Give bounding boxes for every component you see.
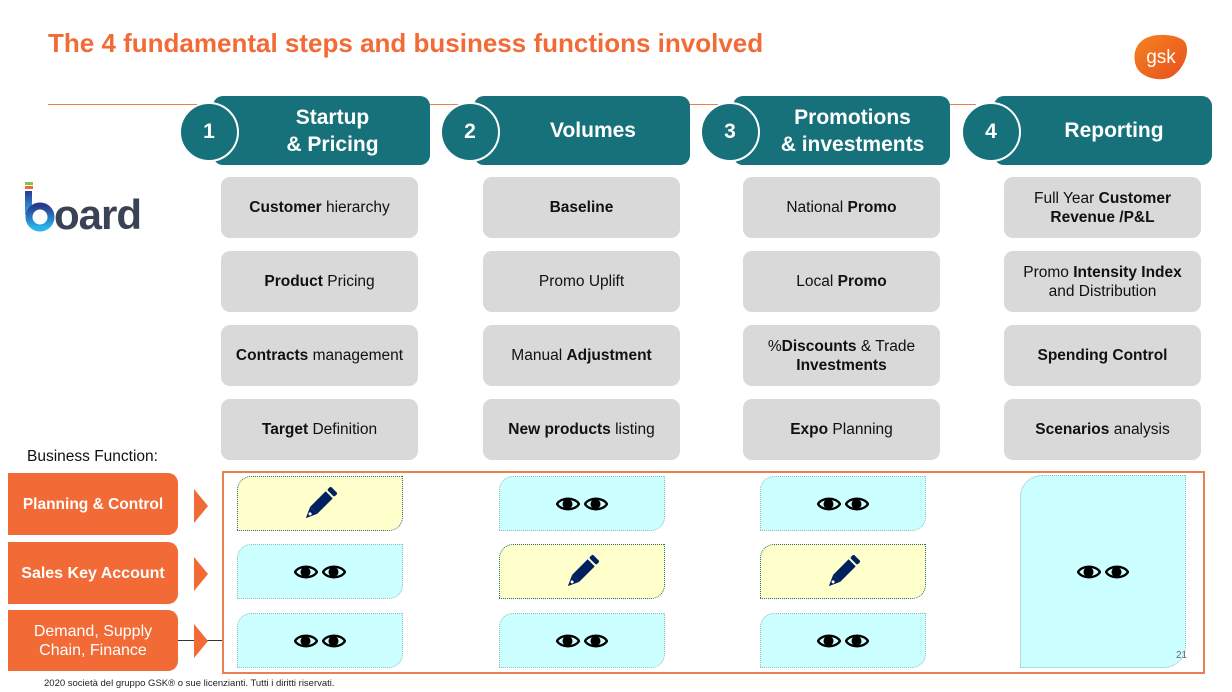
activity-box: National Promo bbox=[743, 177, 940, 238]
eye-icon bbox=[1077, 565, 1101, 578]
step-1-header: Startup & Pricing bbox=[213, 96, 430, 165]
function-planning-control: Planning & Control bbox=[8, 473, 178, 535]
step-1-title-line2: & Pricing bbox=[286, 132, 379, 156]
eye-icon bbox=[322, 565, 346, 578]
step-2-title: Volumes bbox=[550, 119, 636, 142]
activity-box: Contracts management bbox=[221, 325, 418, 386]
eye-icon bbox=[584, 634, 608, 647]
step-1-number: 1 bbox=[179, 102, 239, 162]
activity-box: Local Promo bbox=[743, 251, 940, 312]
gsk-logo: gsk bbox=[1134, 34, 1188, 80]
activity-box: Manual Adjustment bbox=[483, 325, 680, 386]
step-3-title-line1: Promotions bbox=[794, 105, 911, 129]
step-3-number: 3 bbox=[700, 102, 760, 162]
eye-icon bbox=[584, 497, 608, 510]
activity-box: Product Pricing bbox=[221, 251, 418, 312]
eyes-icon bbox=[817, 633, 869, 649]
pencil-icon bbox=[567, 554, 600, 586]
eyes-icon bbox=[294, 564, 346, 580]
slide-title: The 4 fundamental steps and business fun… bbox=[48, 28, 764, 58]
access-cell-view bbox=[760, 613, 926, 668]
svg-text:gsk: gsk bbox=[1146, 47, 1176, 68]
eyes-icon bbox=[556, 496, 608, 512]
eye-icon bbox=[294, 634, 318, 647]
eye-icon bbox=[294, 565, 318, 578]
eye-icon bbox=[817, 634, 841, 647]
activity-box: Customer hierarchy bbox=[221, 177, 418, 238]
eye-icon bbox=[845, 497, 869, 510]
page-number: 21 bbox=[1176, 650, 1188, 661]
access-cell-view bbox=[237, 613, 403, 668]
step-1-title-line1: Startup bbox=[295, 105, 370, 129]
step-4-title: Reporting bbox=[1064, 119, 1164, 142]
function-label-line2: Chain, Finance bbox=[39, 641, 147, 659]
access-cell-view bbox=[237, 544, 403, 599]
activity-box: Expo Planning bbox=[743, 399, 940, 460]
svg-text:oard: oard bbox=[54, 191, 141, 234]
access-cell-view bbox=[499, 613, 665, 668]
activity-box: Target Definition bbox=[221, 399, 418, 460]
access-cell-edit bbox=[237, 476, 403, 531]
access-cell-view-merged bbox=[1020, 475, 1186, 668]
board-logo: oard bbox=[25, 182, 142, 234]
arrow-right-icon bbox=[194, 624, 208, 658]
activity-box: Scenarios analysis bbox=[1004, 399, 1201, 460]
eyes-icon bbox=[294, 633, 346, 649]
arrow-right-icon bbox=[194, 557, 208, 591]
eyes-icon bbox=[556, 633, 608, 649]
activity-box: Promo Uplift bbox=[483, 251, 680, 312]
pencil-icon bbox=[305, 486, 338, 518]
step-3-title-line2: & investments bbox=[780, 132, 925, 156]
function-sales-key-account: Sales Key Account bbox=[8, 542, 178, 604]
function-label-line1: Demand, Supply bbox=[33, 622, 153, 640]
access-cell-view bbox=[760, 476, 926, 531]
arrow-right-icon bbox=[194, 489, 208, 523]
eye-icon bbox=[556, 634, 580, 647]
access-cell-edit bbox=[760, 544, 926, 599]
eye-icon bbox=[817, 497, 841, 510]
business-function-label: Business Function: bbox=[27, 448, 158, 465]
eye-icon bbox=[845, 634, 869, 647]
step-2-number: 2 bbox=[440, 102, 500, 162]
step-4-number: 4 bbox=[961, 102, 1021, 162]
eye-icon bbox=[322, 634, 346, 647]
step-2-header: Volumes bbox=[474, 96, 690, 165]
access-cell-view bbox=[499, 476, 665, 531]
access-cell-edit bbox=[499, 544, 665, 599]
eyes-icon bbox=[817, 496, 869, 512]
eyes-icon bbox=[1077, 564, 1129, 580]
pencil-icon bbox=[828, 554, 861, 586]
copyright-footer: 2020 società del gruppo GSK® o sue licen… bbox=[44, 678, 335, 689]
eye-icon bbox=[1105, 565, 1129, 578]
step-4-header: Reporting bbox=[994, 96, 1212, 165]
access-matrix-frame bbox=[222, 471, 1205, 674]
activity-box: Baseline bbox=[483, 177, 680, 238]
step-3-header: Promotions & investments bbox=[733, 96, 950, 165]
activity-box: New products listing bbox=[483, 399, 680, 460]
activity-box: Spending Control bbox=[1004, 325, 1201, 386]
eye-icon bbox=[556, 497, 580, 510]
